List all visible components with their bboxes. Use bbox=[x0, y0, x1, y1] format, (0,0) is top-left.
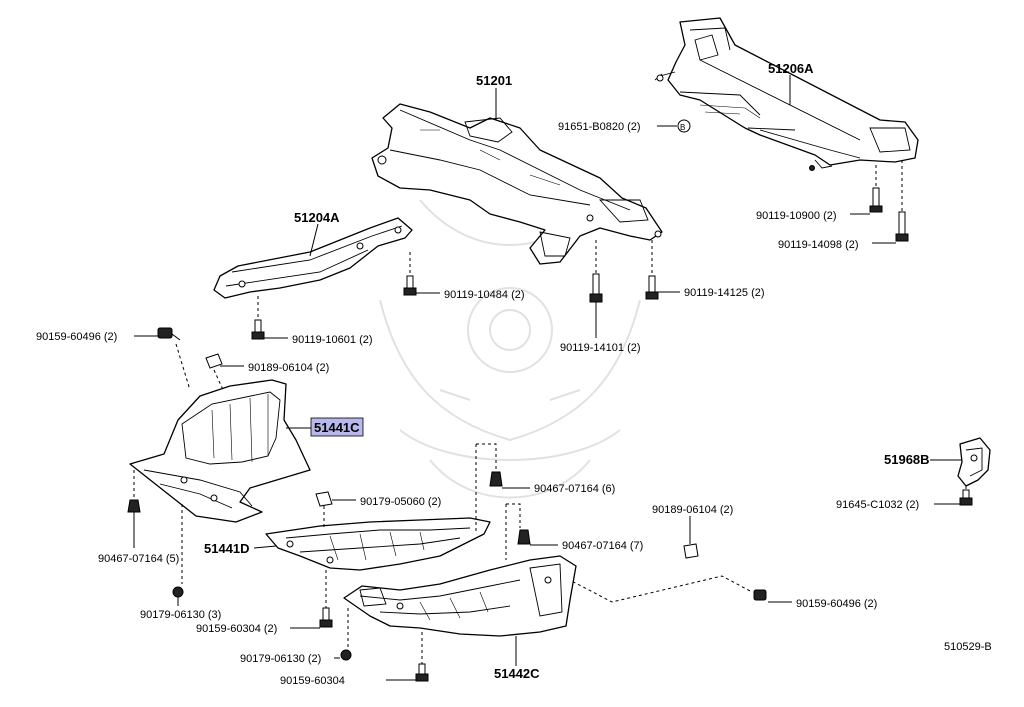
label-51441D[interactable]: 51441D bbox=[204, 541, 250, 556]
nut-91651-icon[interactable] bbox=[677, 119, 691, 133]
bolt-90159-60304-2-icon[interactable] bbox=[319, 570, 333, 628]
front-crossmember-part[interactable] bbox=[371, 103, 663, 265]
callout-90467-07164-6[interactable]: 90467-07164 (6) bbox=[534, 483, 615, 495]
bolt-90467-07164-6-icon[interactable] bbox=[489, 471, 503, 487]
clip-90179-06130-3-icon[interactable] bbox=[172, 504, 184, 606]
callout-90189-06104-right[interactable]: 90189-06104 (2) bbox=[652, 504, 733, 516]
bolt-90119-10484-icon[interactable] bbox=[403, 252, 417, 296]
callout-90179-05060[interactable]: 90179-05060 (2) bbox=[360, 496, 441, 508]
callout-90119-14098[interactable]: 90119-14098 (2) bbox=[778, 239, 859, 251]
callout-90119-10484[interactable]: 90119-10484 (2) bbox=[444, 289, 525, 301]
label-51442C[interactable]: 51442C bbox=[494, 666, 540, 681]
bolt-90119-10900-icon[interactable] bbox=[869, 165, 883, 213]
callout-90159-60496-top[interactable]: 90159-60496 (2) bbox=[36, 331, 117, 343]
label-51968B[interactable]: 51968B bbox=[884, 452, 930, 467]
nut-91651-glyph: B bbox=[680, 123, 685, 132]
callout-90119-10900[interactable]: 90119-10900 (2) bbox=[756, 210, 837, 222]
label-51441C[interactable]: 51441C bbox=[314, 420, 360, 435]
clip-90189-06104-right-icon[interactable] bbox=[683, 516, 699, 559]
under-cover-center-part[interactable] bbox=[265, 517, 491, 571]
dashed-routing-lines bbox=[475, 443, 753, 603]
bolt-90119-14125-icon[interactable] bbox=[645, 240, 659, 300]
callout-90189-06104-top[interactable]: 90189-06104 (2) bbox=[248, 362, 329, 374]
label-51206A[interactable]: 51206A bbox=[768, 61, 814, 76]
bolt-91645-c1032-icon[interactable] bbox=[959, 486, 973, 506]
clip-90179-05060-icon[interactable] bbox=[315, 491, 333, 530]
callout-90159-60304[interactable]: 90159-60304 bbox=[280, 675, 345, 687]
callout-90467-07164-7[interactable]: 90467-07164 (7) bbox=[562, 540, 643, 552]
label-51204A[interactable]: 51204A bbox=[294, 210, 340, 225]
callout-90179-06130-2[interactable]: 90179-06130 (2) bbox=[240, 653, 321, 665]
callout-90119-14125[interactable]: 90119-14125 (2) bbox=[684, 287, 765, 299]
callout-91651-B0820[interactable]: 91651-B0820 (2) bbox=[558, 121, 641, 133]
label-51201[interactable]: 51201 bbox=[476, 73, 512, 88]
rear-crossmember-part[interactable] bbox=[654, 17, 919, 171]
under-cover-lh-part[interactable] bbox=[129, 379, 311, 523]
highlight-label-box bbox=[310, 417, 364, 437]
watermark-emblem bbox=[379, 199, 641, 499]
bolt-90119-10601-icon[interactable] bbox=[251, 296, 265, 340]
bracket-part[interactable] bbox=[957, 437, 991, 487]
diagram-reference-code: 510529-B bbox=[944, 641, 992, 653]
bolt-90159-60496-top-icon[interactable] bbox=[157, 327, 181, 341]
bolt-90119-14098-icon[interactable] bbox=[895, 160, 909, 242]
bolt-90119-14101-icon[interactable] bbox=[589, 240, 603, 338]
callout-90119-14101[interactable]: 90119-14101 (2) bbox=[560, 342, 641, 354]
bolt-90467-07164-5-icon[interactable] bbox=[127, 470, 141, 548]
callout-90119-10601[interactable]: 90119-10601 (2) bbox=[292, 334, 373, 346]
bolt-90467-07164-7-icon[interactable] bbox=[517, 529, 531, 545]
callout-90467-07164-5[interactable]: 90467-07164 (5) bbox=[98, 553, 179, 565]
callout-90159-60496-right[interactable]: 90159-60496 (2) bbox=[796, 598, 877, 610]
clip-90179-06130-2-icon[interactable] bbox=[340, 608, 352, 661]
under-cover-rear-part[interactable] bbox=[343, 555, 577, 637]
bolt-90159-60496-right-icon[interactable] bbox=[753, 589, 767, 601]
callout-90159-60304-2[interactable]: 90159-60304 (2) bbox=[196, 623, 277, 635]
callout-91645-C1032[interactable]: 91645-C1032 (2) bbox=[836, 499, 919, 511]
clip-90189-06104-top-icon[interactable] bbox=[205, 353, 223, 369]
bolt-90159-60304-icon[interactable] bbox=[415, 632, 429, 682]
front-brace-part[interactable] bbox=[213, 217, 413, 299]
callout-90179-06130-3[interactable]: 90179-06130 (3) bbox=[140, 609, 221, 621]
